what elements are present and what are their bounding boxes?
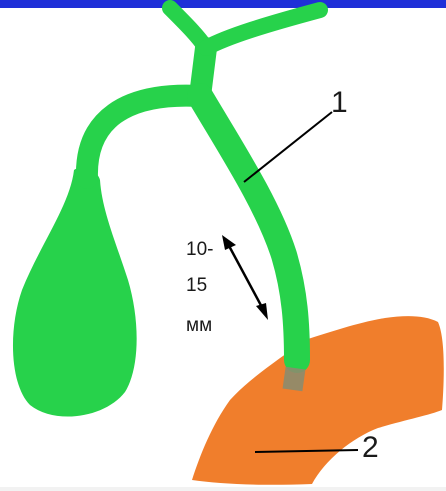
callout-label-1: 1 [331, 88, 348, 118]
callout-1-leader [244, 112, 332, 182]
right-hepatic-duct [170, 8, 206, 48]
callout-label-2: 2 [362, 433, 379, 463]
left-hepatic-duct [206, 10, 320, 48]
measurement-label-line-3: мм [186, 316, 212, 335]
measurement-label-line-1: 10- [186, 240, 213, 259]
measurement-arrow [228, 244, 264, 311]
measurement-label-line-2: 15 [186, 276, 207, 295]
cystic-duct [87, 96, 200, 178]
measurement-arrowhead-top [222, 235, 236, 250]
papilla-marker [283, 367, 306, 392]
common-bile-duct [200, 96, 297, 360]
measurement-arrowhead-bottom [256, 303, 268, 320]
bottom-border-bar [0, 487, 446, 491]
gallbladder [13, 168, 137, 417]
duodenum [192, 316, 444, 485]
